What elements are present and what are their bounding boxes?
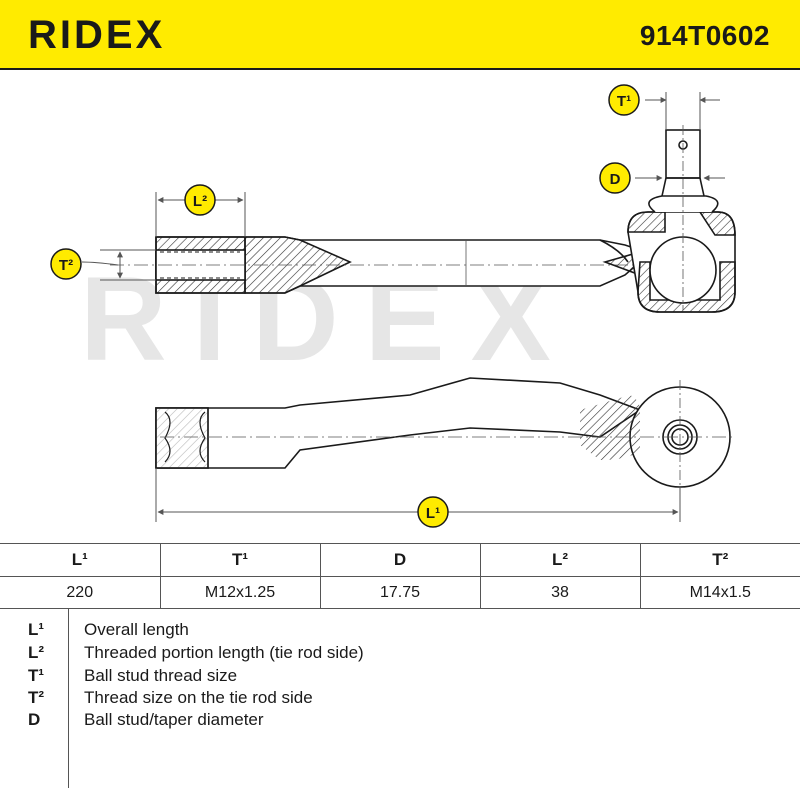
spec-header-cell: L¹ xyxy=(0,543,161,577)
legend-symbol: L² xyxy=(28,643,45,662)
legend: L¹ Overall length L² Threaded portion le… xyxy=(0,608,800,800)
label-t1: T¹ xyxy=(608,84,640,116)
label-l1: L¹ xyxy=(417,496,449,528)
spec-header-cell: T¹ xyxy=(159,543,321,577)
legend-text: Ball stud/taper diameter xyxy=(84,710,264,729)
tie-rod-end-side-view xyxy=(110,125,736,313)
svg-text:RIDEX: RIDEX xyxy=(28,14,165,54)
spec-header-cell: T² xyxy=(639,543,800,577)
part-number: 914T0602 xyxy=(639,20,770,51)
svg-text:T¹: T¹ xyxy=(617,93,631,110)
label-l2: L² xyxy=(184,184,216,216)
legend-text: Threaded portion length (tie rod side) xyxy=(84,643,364,662)
spec-value-cell: 220 xyxy=(0,576,161,609)
tie-rod-end-top-view xyxy=(155,377,735,495)
spec-value-cell: 17.75 xyxy=(319,576,481,609)
technical-drawing: RIDEX xyxy=(0,70,800,542)
brand-logo: RIDEX xyxy=(28,13,198,59)
svg-text:L¹: L¹ xyxy=(426,505,440,522)
legend-symbol: L¹ xyxy=(28,620,45,639)
spec-value-cell: 38 xyxy=(479,576,641,609)
spec-table-value-row: 220 M12x1.25 17.75 38 M14x1.5 xyxy=(0,576,800,609)
legend-symbol: T¹ xyxy=(28,666,45,685)
legend-text: Overall length xyxy=(84,620,189,639)
header-bar: RIDEX 914T0602 xyxy=(0,0,800,70)
spec-header-cell: L² xyxy=(479,543,641,577)
legend-text: Thread size on the tie rod side xyxy=(84,688,313,707)
spec-table: L¹ T¹ D L² T² 220 M12x1.25 17.75 38 M14x… xyxy=(0,543,800,609)
svg-text:L²: L² xyxy=(193,193,207,210)
legend-divider xyxy=(68,608,69,788)
spec-value-cell: M12x1.25 xyxy=(159,576,321,609)
legend-text: Ball stud thread size xyxy=(84,666,238,685)
label-d: D xyxy=(599,162,631,194)
svg-text:D: D xyxy=(610,171,621,188)
spec-header-cell: D xyxy=(319,543,481,577)
t2-dimension xyxy=(81,249,156,281)
svg-text:T²: T² xyxy=(59,257,73,274)
t1-dimension xyxy=(645,92,720,130)
l1-dimension xyxy=(155,468,681,522)
label-t2: T² xyxy=(50,248,82,280)
legend-symbol: T² xyxy=(28,688,45,707)
legend-symbol: D xyxy=(28,710,41,729)
spec-table-header-row: L¹ T¹ D L² T² xyxy=(0,543,800,577)
spec-value-cell: M14x1.5 xyxy=(639,576,800,609)
